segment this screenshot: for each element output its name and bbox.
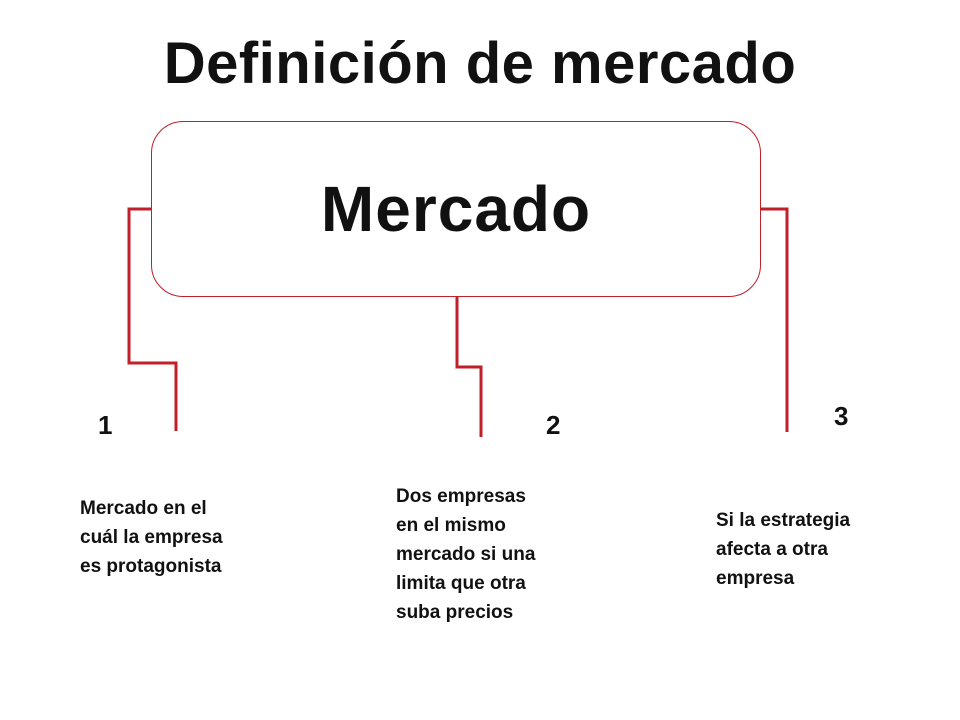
branch-2-number: 2 <box>546 410 561 440</box>
center-node-label: Mercado <box>320 173 592 245</box>
center-node: Mercado <box>151 121 761 297</box>
slide-title: Definición de mercado <box>163 31 797 96</box>
branch-1-number: 1 <box>98 410 113 440</box>
branch-2-text: Dos empresas en el mismo mercado si una … <box>396 486 536 623</box>
branch-1-text: Mercado en el cuál la empresa es protago… <box>80 498 223 577</box>
connector-branch-1 <box>127 207 178 431</box>
connector-branch-3 <box>761 207 789 432</box>
branch-3-text: Si la estrategia afecta a otra empresa <box>716 510 851 589</box>
branch-3-number: 3 <box>834 401 849 431</box>
connector-branch-2 <box>455 297 483 437</box>
